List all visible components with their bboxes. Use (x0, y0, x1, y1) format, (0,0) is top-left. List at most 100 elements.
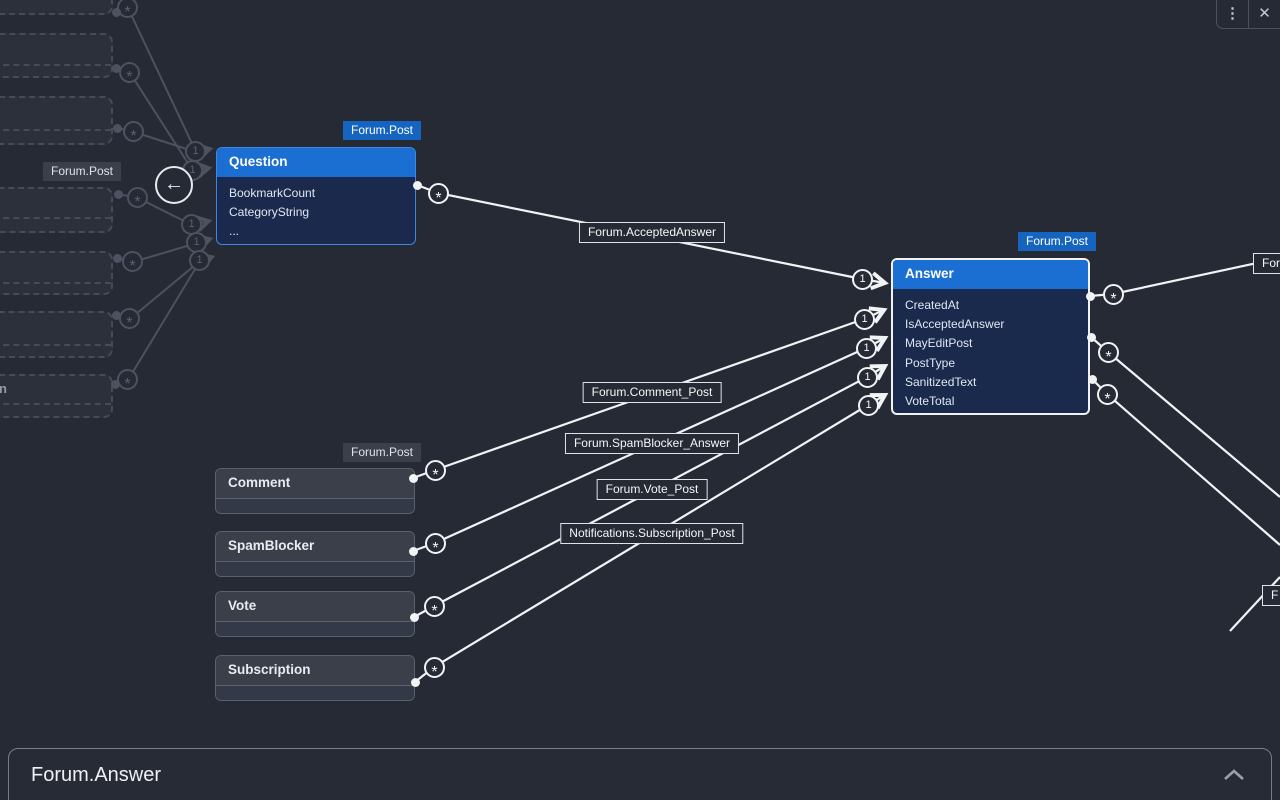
entity-vote-title: Vote (216, 592, 414, 621)
cardinality-many-marker: * (425, 533, 446, 554)
entity-vote-body (216, 621, 414, 636)
cardinality-many-marker: * (123, 121, 144, 142)
edge-endpoint-dot (410, 613, 419, 622)
ghost-entity[interactable] (0, 311, 113, 358)
entity-answer[interactable]: Answer CreatedAt IsAcceptedAnswer MayEdi… (891, 258, 1090, 415)
entity-spamblocker[interactable]: SpamBlocker (215, 531, 415, 577)
cardinality-many-marker: * (428, 183, 449, 204)
entity-subscription[interactable]: Subscription (215, 655, 415, 701)
ghost-entity-divider (0, 344, 111, 346)
back-button[interactable]: ← (155, 166, 193, 204)
cardinality-many-marker: * (119, 308, 140, 329)
cardinality-many-marker: * (1098, 342, 1119, 363)
ghost-entity[interactable] (0, 96, 113, 145)
field: IsAcceptedAnswer (905, 317, 1005, 332)
cardinality-one-marker: 1 (852, 269, 873, 290)
namespace-label-ghost: Forum.Post (43, 162, 122, 181)
ghost-entity[interactable] (0, 187, 113, 233)
entity-comment-body (216, 498, 414, 513)
field-ellipsis: ... (229, 224, 240, 239)
cardinality-many-marker: * (1103, 284, 1124, 305)
entity-question[interactable]: Question BookmarkCount CategoryString ..… (216, 147, 416, 245)
relationship-label-partial-right-1[interactable]: For (1253, 253, 1280, 274)
cardinality-many-marker: * (425, 460, 446, 481)
cardinality-many-marker: * (127, 187, 148, 208)
edge-endpoint-dot (413, 181, 422, 190)
relationship-label-subscription-post[interactable]: Notifications.Subscription_Post (560, 523, 744, 544)
ghost-entity-divider (0, 403, 111, 405)
ghost-entity-title-partial: n (0, 381, 7, 396)
field: BookmarkCount (229, 186, 316, 200)
entity-vote[interactable]: Vote (215, 591, 415, 637)
field: MayEditPost (905, 336, 973, 351)
entity-subscription-body (216, 685, 414, 700)
field: SanitizedText (905, 374, 977, 389)
back-arrow-icon: ← (164, 173, 184, 195)
cardinality-many-marker: * (122, 251, 143, 272)
kebab-menu-icon: ⋮ (1225, 5, 1240, 22)
cardinality-many-marker: * (424, 596, 445, 617)
edge-endpoint-dot (112, 64, 121, 73)
namespace-badge-answer: Forum.Post (1018, 232, 1097, 251)
ghost-entity-divider (0, 129, 111, 131)
edge-endpoint-dot (112, 8, 121, 17)
ghost-entity[interactable] (0, 0, 113, 15)
ghost-entity-divider (0, 282, 111, 284)
field: PostType (905, 355, 956, 370)
edge-endpoint-dot (1088, 375, 1097, 384)
close-icon: ✕ (1258, 5, 1271, 22)
cardinality-one-marker: 1 (854, 309, 875, 330)
edge-endpoint-dot (114, 190, 123, 199)
edge-endpoint-dot (1087, 333, 1096, 342)
edge-endpoint-dot (409, 547, 418, 556)
ghost-entity-divider (0, 217, 111, 219)
namespace-badge-question: Forum.Post (343, 121, 422, 140)
ghost-entity[interactable] (0, 374, 113, 418)
ghost-entity[interactable] (0, 33, 113, 78)
edge-endpoint-dot (112, 311, 121, 320)
edge-right-3 (1091, 378, 1280, 546)
edge-endpoint-dot (111, 380, 120, 389)
cardinality-one-marker: 1 (857, 367, 878, 388)
chevron-up-icon (1224, 769, 1244, 780)
relationship-label-accepted-answer[interactable]: Forum.AcceptedAnswer (578, 222, 726, 243)
relationship-label-spamblocker-answer[interactable]: Forum.SpamBlocker_Answer (564, 433, 740, 454)
entity-subscription-title: Subscription (216, 656, 414, 685)
entity-question-fields: BookmarkCount CategoryString ... (217, 177, 415, 244)
relationship-label-comment-post[interactable]: Forum.Comment_Post (582, 382, 722, 403)
more-options-button[interactable]: ⋮ (1217, 0, 1249, 28)
cardinality-many-marker: * (119, 62, 140, 83)
entity-answer-fields: CreatedAt IsAcceptedAnswer MayEditPost P… (893, 289, 1088, 413)
entity-spamblocker-title: SpamBlocker (216, 532, 414, 561)
relationship-label-vote-post[interactable]: Forum.Vote_Post (596, 479, 708, 500)
cardinality-one-marker: 1 (189, 250, 210, 271)
edge-endpoint-dot (113, 254, 122, 263)
entity-comment-title: Comment (216, 469, 414, 498)
edge-endpoint-dot (113, 124, 122, 133)
details-panel-title: Forum.Answer (31, 763, 162, 786)
cardinality-many-marker: * (1097, 384, 1118, 405)
close-button[interactable]: ✕ (1249, 0, 1280, 28)
edge-endpoint-dot (411, 678, 420, 687)
cardinality-many-marker: * (424, 657, 445, 678)
main-edges (412, 183, 1280, 683)
relationship-label-partial-right-2[interactable]: F (1262, 585, 1280, 606)
cardinality-one-marker: 1 (858, 395, 879, 416)
edge-right-2 (1090, 336, 1280, 498)
field: CreatedAt (905, 298, 960, 312)
details-panel: Forum.Answer (8, 748, 1272, 800)
edge-endpoint-dot (409, 474, 418, 483)
field: CategoryString (229, 205, 310, 220)
entity-answer-title: Answer (893, 260, 1088, 289)
collapse-panel-button[interactable] (1223, 769, 1245, 781)
ghost-entity-divider (0, 64, 111, 66)
edge-endpoint-dot (1086, 292, 1095, 301)
field: VoteTotal (905, 394, 955, 409)
ghost-entity[interactable] (0, 251, 113, 295)
entity-comment[interactable]: Comment (215, 468, 415, 514)
cardinality-one-marker: 1 (185, 141, 206, 162)
namespace-label-comment: Forum.Post (343, 443, 422, 462)
cardinality-many-marker: * (117, 369, 138, 390)
entity-spamblocker-body (216, 561, 414, 576)
